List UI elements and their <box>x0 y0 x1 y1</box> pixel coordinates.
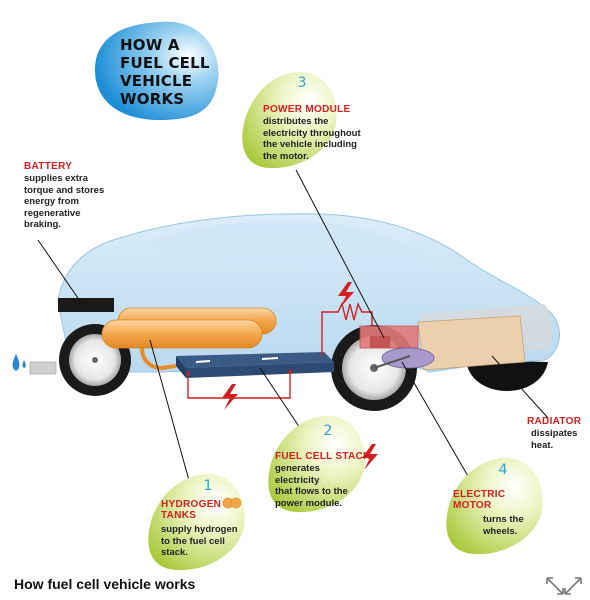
fuel-cell-stack-top <box>176 356 186 378</box>
electric-motor-desc-line: turns the <box>483 514 524 525</box>
title-line: FUEL CELL <box>120 54 210 72</box>
title-bubble <box>95 21 219 121</box>
power-module-desc: distributes the electricity throughout t… <box>263 116 361 162</box>
title-line: WORKS <box>120 90 185 108</box>
power-module-desc-line: electricity throughout <box>263 127 361 139</box>
battery-desc-line: regenerative <box>24 207 81 219</box>
battery-title: BATTERY <box>24 161 73 172</box>
step-number-4: 4 <box>498 462 508 478</box>
radiator-desc-line: heat. <box>531 439 554 451</box>
electric-motor-desc-line: wheels. <box>483 525 518 537</box>
step-number-2: 2 <box>323 423 333 439</box>
power-module-inner <box>370 336 390 348</box>
hydrogen-tanks-desc-line: supply hydrogen <box>161 524 238 535</box>
hydrogen-tanks-title-line: HYDROGEN <box>161 499 222 510</box>
battery-desc: supplies extra torque and stores energy … <box>24 173 104 231</box>
wire-arrowhead-2 <box>288 368 292 373</box>
leader-fuel-cell <box>259 367 301 429</box>
battery-box <box>58 298 114 312</box>
leader-hydrogen <box>149 339 191 485</box>
hydrogen-tanks-desc: supply hydrogen to the fuel cell stack. <box>161 524 238 559</box>
stack-highlight <box>195 360 211 363</box>
radiator-desc: dissipates heat. <box>531 428 577 451</box>
car-illustration <box>12 213 560 411</box>
car-window <box>145 220 438 268</box>
diagram-title: HOW A FUEL CELL VEHICLE WORKS <box>120 36 230 108</box>
wire-arrowhead-1 <box>186 372 190 377</box>
radiator-desc-line: dissipates <box>531 428 578 439</box>
fuel-cell-stack-box <box>176 352 334 368</box>
leaf-power-module <box>242 72 337 169</box>
figure-caption: How fuel cell vehicle works <box>14 576 196 592</box>
hydrogen-tanks-title-line: TANKS <box>161 510 197 521</box>
hydrogen-tanks-desc-line: to the fuel cell <box>161 535 225 547</box>
power-module-title: POWER MODULE <box>263 104 351 115</box>
exhaust-pipe <box>29 361 57 375</box>
radiator-box <box>417 315 526 371</box>
leader-motor <box>401 361 477 491</box>
motor-axle <box>373 355 411 369</box>
fuel-cell-stack-desc-line: power module. <box>275 497 343 509</box>
title-line: HOW A <box>120 36 180 54</box>
battery-desc-line: braking. <box>24 219 61 230</box>
electric-motor-title-line: MOTOR <box>453 500 492 511</box>
stack-highlight-2 <box>261 357 279 360</box>
radiator-title: RADIATOR <box>527 416 582 427</box>
battery-desc-line: energy from <box>24 196 79 207</box>
wire-battery-to-stack <box>187 372 291 399</box>
leader-power-module <box>295 169 385 339</box>
fuel-cell-stack-desc-line: that flows to the <box>275 486 348 497</box>
power-module-desc-line: the motor. <box>263 150 309 162</box>
electric-motor-desc: turns the wheels. <box>483 514 524 537</box>
fuel-cell-stack-side <box>186 362 334 378</box>
electric-motor-title: ELECTRIC MOTOR <box>453 489 505 511</box>
electric-motor-body <box>381 347 435 369</box>
electric-motor-title-line: ELECTRIC <box>453 489 506 500</box>
lightning-bolt-icon <box>222 384 238 410</box>
fuel-cell-stack-desc-line: generates <box>275 463 320 474</box>
step-number-3: 3 <box>297 75 307 91</box>
fuel-cell-stack-desc: generates electricity that flows to the … <box>275 463 348 509</box>
leaf-motor <box>446 458 543 555</box>
lightning-bolt-icon <box>362 444 378 470</box>
wire-stack-to-module <box>321 301 373 356</box>
leaf-fuel-cell <box>268 416 365 513</box>
battery-desc-line: supplies extra <box>24 173 88 184</box>
rear-wheel-hub <box>92 357 98 363</box>
title-line: VEHICLE <box>120 72 193 90</box>
power-module-desc-line: distributes the <box>263 116 329 127</box>
power-module-desc-line: the vehicle including <box>263 139 357 150</box>
fuel-cell-stack-desc-line: electricity <box>275 474 320 486</box>
water-drop-icon-small <box>22 360 26 368</box>
leader-radiator <box>491 355 549 419</box>
leader-battery <box>37 239 83 305</box>
leader-lines <box>37 169 549 491</box>
rear-tire-dark <box>466 360 548 392</box>
leaf-hydrogen <box>148 474 245 571</box>
hydrogen-tank-lower <box>101 319 263 349</box>
battery-desc-line: torque and stores <box>24 184 105 196</box>
hydrogen-tanks-title: HYDROGEN TANKS <box>161 499 221 521</box>
fuel-cell-stack-title: FUEL CELL STACK <box>275 451 371 462</box>
hydrogen-tanks-desc-line: stack. <box>161 547 188 558</box>
hydrogen-pipe <box>140 347 177 371</box>
lightning-bolt-icon <box>338 282 354 308</box>
expand-arrows-icon[interactable] <box>544 574 584 596</box>
hydrogen-molecule-icon <box>222 497 242 509</box>
water-drop-icon <box>12 354 20 371</box>
step-number-1: 1 <box>203 478 213 494</box>
